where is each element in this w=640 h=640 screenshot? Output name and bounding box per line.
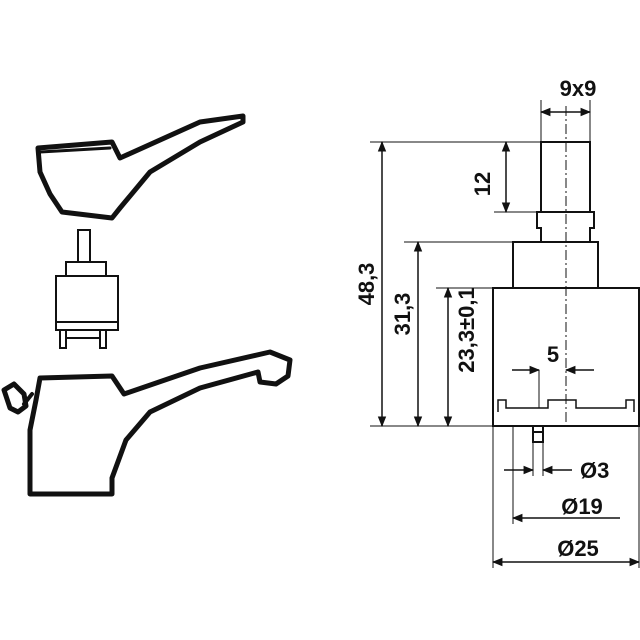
label-pin-diameter: Ø3 [580,458,609,483]
dimension-lines [377,107,640,567]
label-pin-spacing: 5 [547,342,559,367]
extension-lines [370,100,640,568]
label-stem-square: 9x9 [560,76,597,101]
faucet-handle-illustration [35,113,246,221]
label-total-height: 48,3 [354,263,379,306]
label-outer-diameter: Ø25 [557,536,599,561]
faucet-body-illustration [1,349,293,497]
dimension-labels: 9x9 12 48,3 31,3 23,3±0,1 5 Ø3 Ø19 Ø25 [354,76,609,561]
label-lower-body-height: 23,3±0,1 [454,287,479,372]
label-body-height: 31,3 [390,293,415,336]
label-stem-height: 12 [470,172,495,196]
label-body-diameter: Ø19 [561,494,603,519]
cartridge-illustration [55,229,119,349]
